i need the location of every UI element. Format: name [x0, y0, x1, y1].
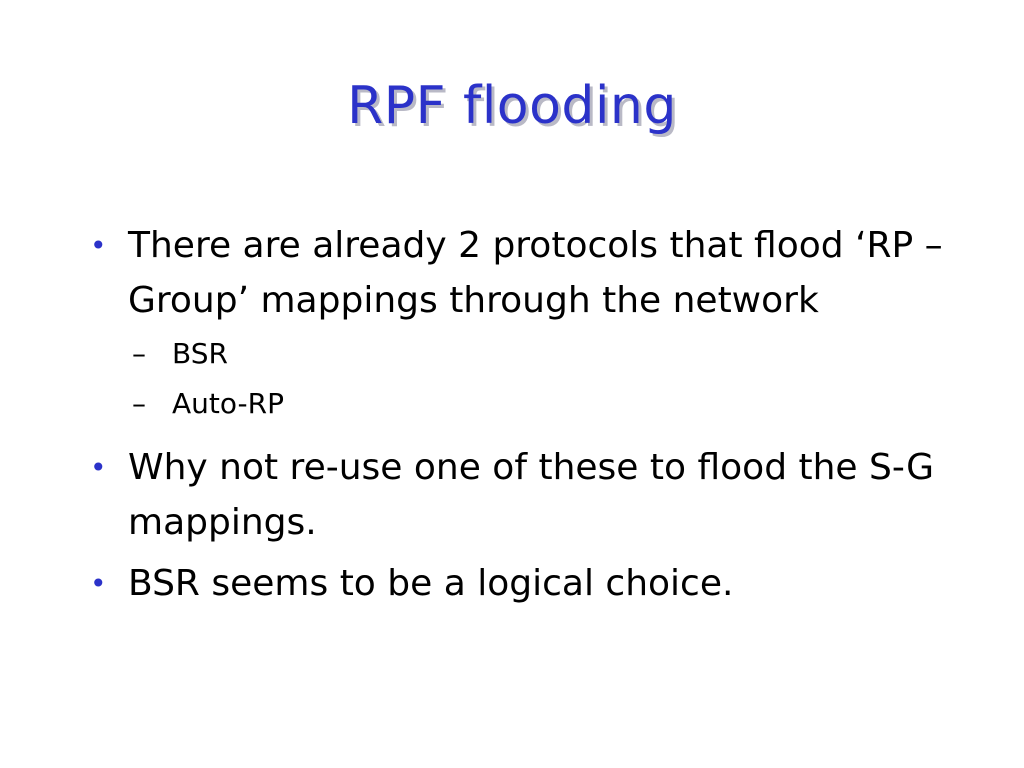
bullet-icon: •	[90, 229, 107, 262]
sub-bullet-item: – Auto-RP	[88, 384, 988, 424]
bullet-item: • Why not re-use one of these to flood t…	[88, 440, 988, 550]
dash-icon: –	[132, 337, 146, 370]
bullet-icon: •	[90, 451, 107, 484]
bullet-text: Why not re-use one of these to flood the…	[128, 447, 935, 543]
bullet-icon: •	[90, 567, 107, 600]
bullet-item: • There are already 2 protocols that flo…	[88, 218, 988, 328]
sub-bullet-text: Auto-RP	[172, 387, 284, 420]
slide-title: RPF flooding	[347, 76, 677, 136]
sub-bullet-text: BSR	[172, 337, 228, 370]
bullet-text: There are already 2 protocols that flood…	[128, 225, 943, 321]
dash-icon: –	[132, 387, 146, 420]
slide-body: • There are already 2 protocols that flo…	[88, 218, 988, 611]
bullet-item: • BSR seems to be a logical choice.	[88, 556, 988, 611]
bullet-text: BSR seems to be a logical choice.	[128, 563, 734, 604]
sub-bullet-item: – BSR	[88, 334, 988, 374]
